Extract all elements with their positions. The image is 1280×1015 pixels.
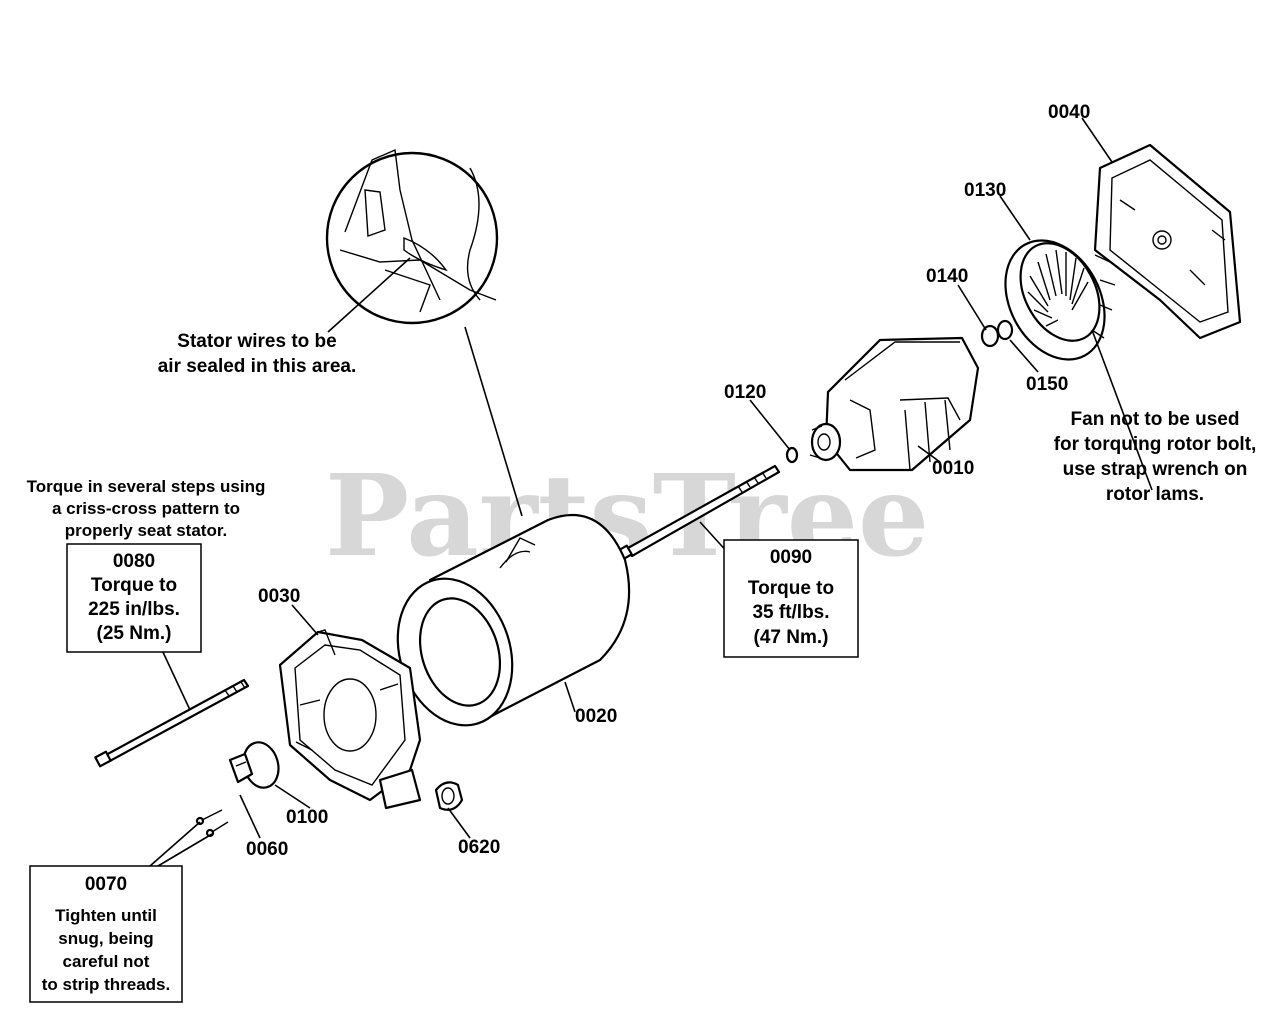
ring-0150 bbox=[996, 319, 1014, 341]
svg-text:to strip threads.: to strip threads. bbox=[42, 975, 170, 994]
callout-box-0080: 0080 Torque to 225 in/lbs. (25 Nm.) bbox=[66, 543, 202, 653]
svg-text:a criss-cross pattern to: a criss-cross pattern to bbox=[52, 499, 240, 518]
svg-text:35 ft/lbs.: 35 ft/lbs. bbox=[752, 602, 829, 623]
svg-text:Torque to: Torque to bbox=[91, 575, 177, 596]
svg-text:rotor lams.: rotor lams. bbox=[1106, 484, 1204, 505]
callout-box-0070: 0070 Tighten until snug, being careful n… bbox=[29, 865, 183, 1003]
label-0060: 0060 bbox=[246, 839, 288, 860]
label-0100: 0100 bbox=[286, 807, 328, 828]
note-stator-wires: Stator wires to be air sealed in this ar… bbox=[158, 331, 357, 377]
label-0620: 0620 bbox=[458, 837, 500, 858]
stator-wires-note-leader bbox=[327, 257, 411, 333]
svg-text:0080: 0080 bbox=[113, 551, 155, 572]
label-0150: 0150 bbox=[1026, 374, 1068, 395]
label-0030: 0030 bbox=[258, 586, 300, 607]
svg-text:0070: 0070 bbox=[85, 874, 127, 895]
svg-text:air sealed in this area.: air sealed in this area. bbox=[158, 356, 357, 377]
fan-0130 bbox=[1004, 239, 1116, 361]
note-torque-steps: Torque in several steps using a criss-cr… bbox=[27, 477, 266, 540]
svg-text:0090: 0090 bbox=[770, 547, 812, 568]
screws-0070 bbox=[195, 809, 229, 838]
svg-text:careful not: careful not bbox=[63, 952, 150, 971]
label-0120: 0120 bbox=[724, 382, 766, 403]
svg-text:Tighten until: Tighten until bbox=[55, 906, 157, 925]
through-bolt-0080 bbox=[94, 678, 250, 768]
washer-0120 bbox=[785, 446, 799, 464]
rotor-0010 bbox=[809, 336, 980, 472]
svg-text:(25 Nm.): (25 Nm.) bbox=[97, 623, 172, 644]
svg-text:(47 Nm.): (47 Nm.) bbox=[754, 627, 829, 648]
label-0020: 0020 bbox=[575, 706, 617, 727]
svg-text:Fan not to be used: Fan not to be used bbox=[1071, 409, 1240, 430]
connector-0060 bbox=[228, 752, 254, 784]
svg-text:225 in/lbs.: 225 in/lbs. bbox=[88, 599, 180, 620]
label-0010: 0010 bbox=[932, 458, 974, 479]
front-housing-0030 bbox=[278, 629, 422, 810]
grommet-0620 bbox=[434, 781, 464, 811]
svg-text:Torque to: Torque to bbox=[748, 578, 834, 599]
label-0040: 0040 bbox=[1048, 102, 1090, 123]
end-housing-0040 bbox=[1093, 143, 1242, 340]
detail-leader-line bbox=[464, 326, 523, 517]
detail-magnifier-stator-wires bbox=[325, 148, 499, 325]
svg-text:use strap wrench on: use strap wrench on bbox=[1063, 459, 1248, 480]
leader-lines bbox=[149, 117, 1153, 867]
svg-text:snug, being: snug, being bbox=[58, 929, 153, 948]
svg-text:for torquing rotor bolt,: for torquing rotor bolt, bbox=[1054, 434, 1257, 455]
callout-box-0090: 0090 Torque to 35 ft/lbs. (47 Nm.) bbox=[723, 539, 859, 658]
svg-text:Torque in several steps using: Torque in several steps using bbox=[27, 477, 266, 496]
svg-text:properly seat stator.: properly seat stator. bbox=[65, 521, 228, 540]
ring-0140 bbox=[980, 324, 1000, 348]
note-fan: Fan not to be used for torquing rotor bo… bbox=[1054, 409, 1257, 505]
stator-0020 bbox=[396, 513, 631, 727]
label-0130: 0130 bbox=[964, 180, 1006, 201]
svg-text:Stator wires to be: Stator wires to be bbox=[177, 331, 336, 352]
label-0140: 0140 bbox=[926, 266, 968, 287]
